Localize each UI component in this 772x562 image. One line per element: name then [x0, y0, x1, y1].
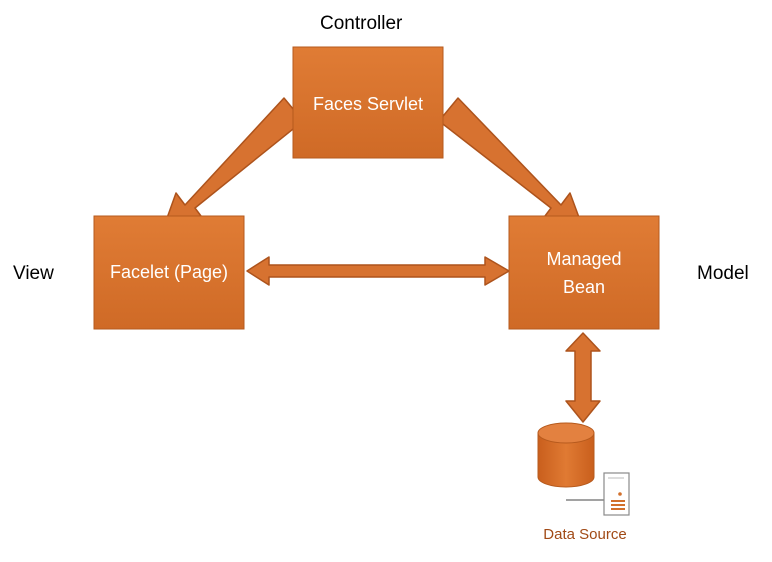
- view-label: View: [13, 263, 54, 284]
- model-label: Model: [697, 263, 749, 284]
- data-source-label: Data Source: [543, 526, 626, 543]
- managed-bean-label-line2: Bean: [563, 277, 605, 297]
- arrow-bean-datasource-bidirectional: [565, 332, 601, 423]
- arrow-servlet-to-facelet: [161, 97, 304, 233]
- database-cylinder-icon: [537, 422, 595, 488]
- facelet-page-label: Facelet (Page): [110, 262, 228, 282]
- managed-bean-box: Managed Bean: [508, 215, 660, 330]
- facelet-page-box: Facelet (Page): [93, 215, 245, 330]
- faces-servlet-box: Faces Servlet: [292, 46, 444, 159]
- arrow-facelet-bean-bidirectional: [246, 256, 510, 286]
- arrow-servlet-to-bean: [438, 97, 585, 232]
- faces-servlet-label: Faces Servlet: [313, 94, 423, 114]
- managed-bean-label-line1: Managed: [546, 249, 621, 269]
- server-icon: [566, 472, 630, 516]
- controller-label: Controller: [320, 13, 403, 34]
